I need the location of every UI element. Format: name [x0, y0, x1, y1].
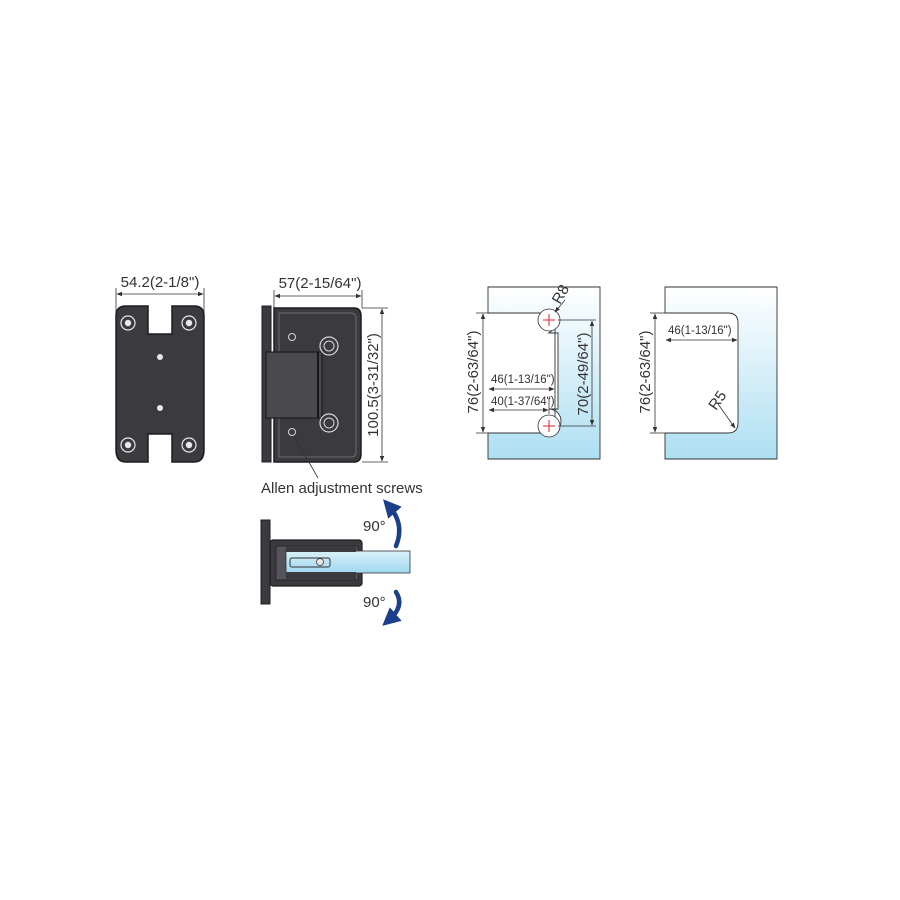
rotation-glass-panel [285, 550, 411, 574]
glass-a-inner-depth-label: 40(1-37/64") [491, 396, 555, 408]
glass-b-depth-label: 46(1-13/16") [668, 325, 732, 337]
side-allen-screw-bottom [288, 428, 296, 436]
glass-a-hole-top-marker-icon [543, 314, 555, 326]
front-center-hole-upper [157, 354, 163, 360]
glass-a-hole-bottom-marker-icon [543, 420, 555, 432]
glass-cutout-a: 76(2-63/64") R8 70(2-49/64") 46(1-13/16"… [465, 282, 601, 460]
front-mount-hole-bottom-left [120, 437, 136, 453]
glass-a-depth-label: 46(1-13/16") [491, 374, 555, 386]
front-view: 54.2(2-1/8") [115, 274, 205, 463]
glass-b-panel [664, 286, 778, 460]
side-hinge-face [278, 312, 357, 458]
side-large-screw-bottom [319, 413, 339, 433]
front-mount-hole-top-left-inner [124, 319, 132, 327]
glass-a-height-label: 76(2-63/64") [465, 331, 482, 414]
rotation-wall-plate [260, 519, 271, 605]
side-height-label: 100.5(3-31/32") [365, 333, 382, 437]
front-mount-hole-bottom-right-inner [185, 441, 193, 449]
front-hinge-plate [115, 305, 205, 463]
rotation-angle-bottom-label: 90° [363, 594, 386, 611]
front-center-hole-lower [157, 405, 163, 411]
glass-cutout-b: 76(2-63/64") 46(1-13/16") R5 [637, 286, 778, 460]
side-large-screw-top [319, 336, 339, 356]
glass-a-radius-leader [554, 299, 566, 313]
front-mount-hole-bottom-right [181, 437, 197, 453]
rotation-pivot-pin [316, 558, 324, 566]
rotation-angle-top-label: 90° [363, 518, 386, 535]
glass-b-radius-label: R5 [705, 388, 730, 413]
rotation-arrow-up-icon [383, 499, 402, 549]
front-mount-hole-top-right-inner [185, 319, 193, 327]
glass-b-radius-leader [717, 403, 736, 429]
side-allen-screw-top [288, 333, 296, 341]
front-mount-hole-bottom-left-inner [124, 441, 132, 449]
side-large-screw-top-inner [323, 340, 335, 352]
allen-screws-callout: Allen adjustment screws [261, 480, 423, 497]
rotation-pivot-slot [289, 557, 331, 568]
glass-a-notch-outline [488, 312, 556, 434]
allen-screw-leader [293, 435, 319, 479]
front-width-label: 54.2(2-1/8") [121, 274, 200, 291]
side-pivot-block [265, 351, 323, 419]
rotation-arrow-down-icon [382, 589, 402, 626]
rotation-view: 90° 90° [260, 499, 411, 626]
glass-a-hole-spacing-label: 70(2-49/64") [575, 333, 592, 416]
front-mount-hole-top-right [181, 315, 197, 331]
side-large-screw-bottom-inner [323, 417, 335, 429]
side-view: 57(2-15/64") 100.5(3-31/32") Allen adjus… [261, 275, 423, 497]
rotation-clamp-top [286, 546, 356, 552]
front-mount-hole-top-left [120, 315, 136, 331]
glass-b-height-label: 76(2-63/64") [637, 331, 654, 414]
rotation-clamp-bottom [286, 572, 356, 580]
side-width-label: 57(2-15/64") [279, 275, 362, 292]
